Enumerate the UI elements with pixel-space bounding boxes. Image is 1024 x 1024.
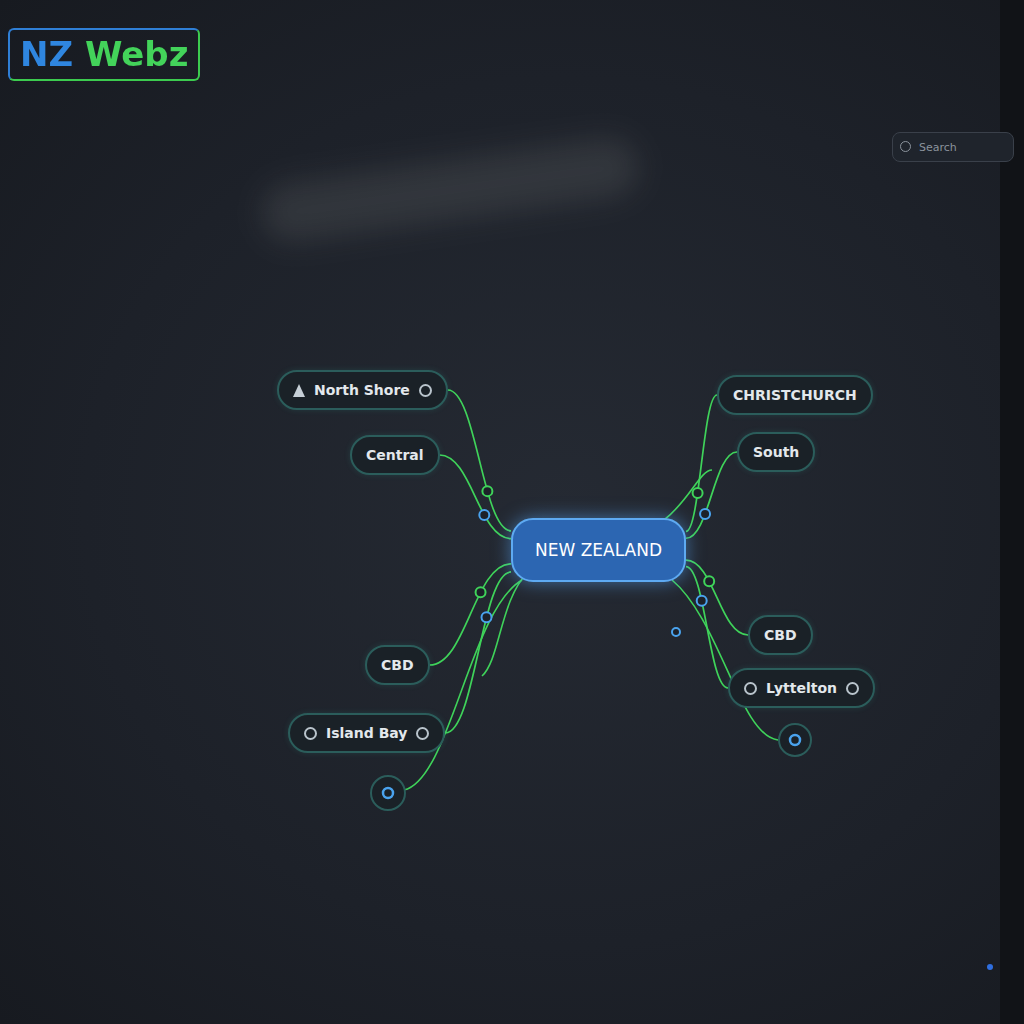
power-led	[987, 964, 993, 970]
branch-node: Island Bay	[288, 713, 445, 753]
branch-dot	[693, 488, 703, 498]
branch-node: CBD	[365, 645, 430, 685]
branch-line	[482, 572, 528, 676]
branch-line	[664, 470, 712, 520]
branch-connector	[448, 390, 511, 531]
search-box: Search	[892, 132, 1014, 162]
branch-connector	[430, 564, 511, 665]
branch-connector	[686, 560, 748, 635]
branch-dot	[704, 576, 714, 586]
branch-dot	[481, 612, 491, 622]
logo-text: NZ Webz	[20, 34, 188, 74]
node-label: South	[753, 444, 799, 460]
branch-node: South	[737, 432, 815, 472]
ring-icon	[846, 682, 859, 695]
branch-connector	[686, 567, 728, 688]
branch-line	[672, 580, 778, 740]
empty-node	[371, 776, 405, 810]
branch-dot	[482, 486, 492, 496]
branch-node: Central	[350, 435, 440, 475]
branch-dot	[697, 596, 707, 606]
empty-node	[779, 724, 811, 756]
branch-node: Lyttelton	[728, 668, 875, 708]
branch-connector	[686, 395, 717, 531]
branch-dot	[476, 587, 486, 597]
node-dot	[383, 788, 393, 798]
node-label: Island Bay	[326, 725, 407, 741]
logo-frame: NZ Webz	[8, 28, 200, 81]
branch-line	[404, 580, 522, 790]
node-label: CBD	[381, 657, 414, 673]
node-label: North Shore	[314, 382, 410, 398]
search-placeholder: Search	[919, 141, 957, 154]
ring-icon	[416, 727, 429, 740]
branch-dot	[479, 510, 489, 520]
branch-node: North Shore	[277, 370, 448, 410]
node-label: Central	[366, 447, 424, 463]
branch-connector	[686, 452, 737, 538]
ring-icon	[419, 384, 432, 397]
branch-dot	[700, 509, 710, 519]
search-icon	[900, 141, 911, 152]
branch-connector	[445, 572, 511, 733]
node-label: NEW ZEALAND	[535, 540, 662, 560]
node-dot	[790, 735, 800, 745]
node-label: CBD	[764, 627, 797, 643]
branch-connector	[440, 455, 511, 539]
ring-icon	[304, 727, 317, 740]
node-label: CHRISTCHURCH	[733, 387, 857, 403]
node-label: Lyttelton	[766, 680, 837, 696]
central-node: NEW ZEALAND	[511, 518, 686, 582]
home-icon	[293, 384, 305, 397]
branch-node: CBD	[748, 615, 813, 655]
branch-dot	[672, 628, 680, 636]
branch-node: CHRISTCHURCH	[717, 375, 873, 415]
ring-icon	[744, 682, 757, 695]
